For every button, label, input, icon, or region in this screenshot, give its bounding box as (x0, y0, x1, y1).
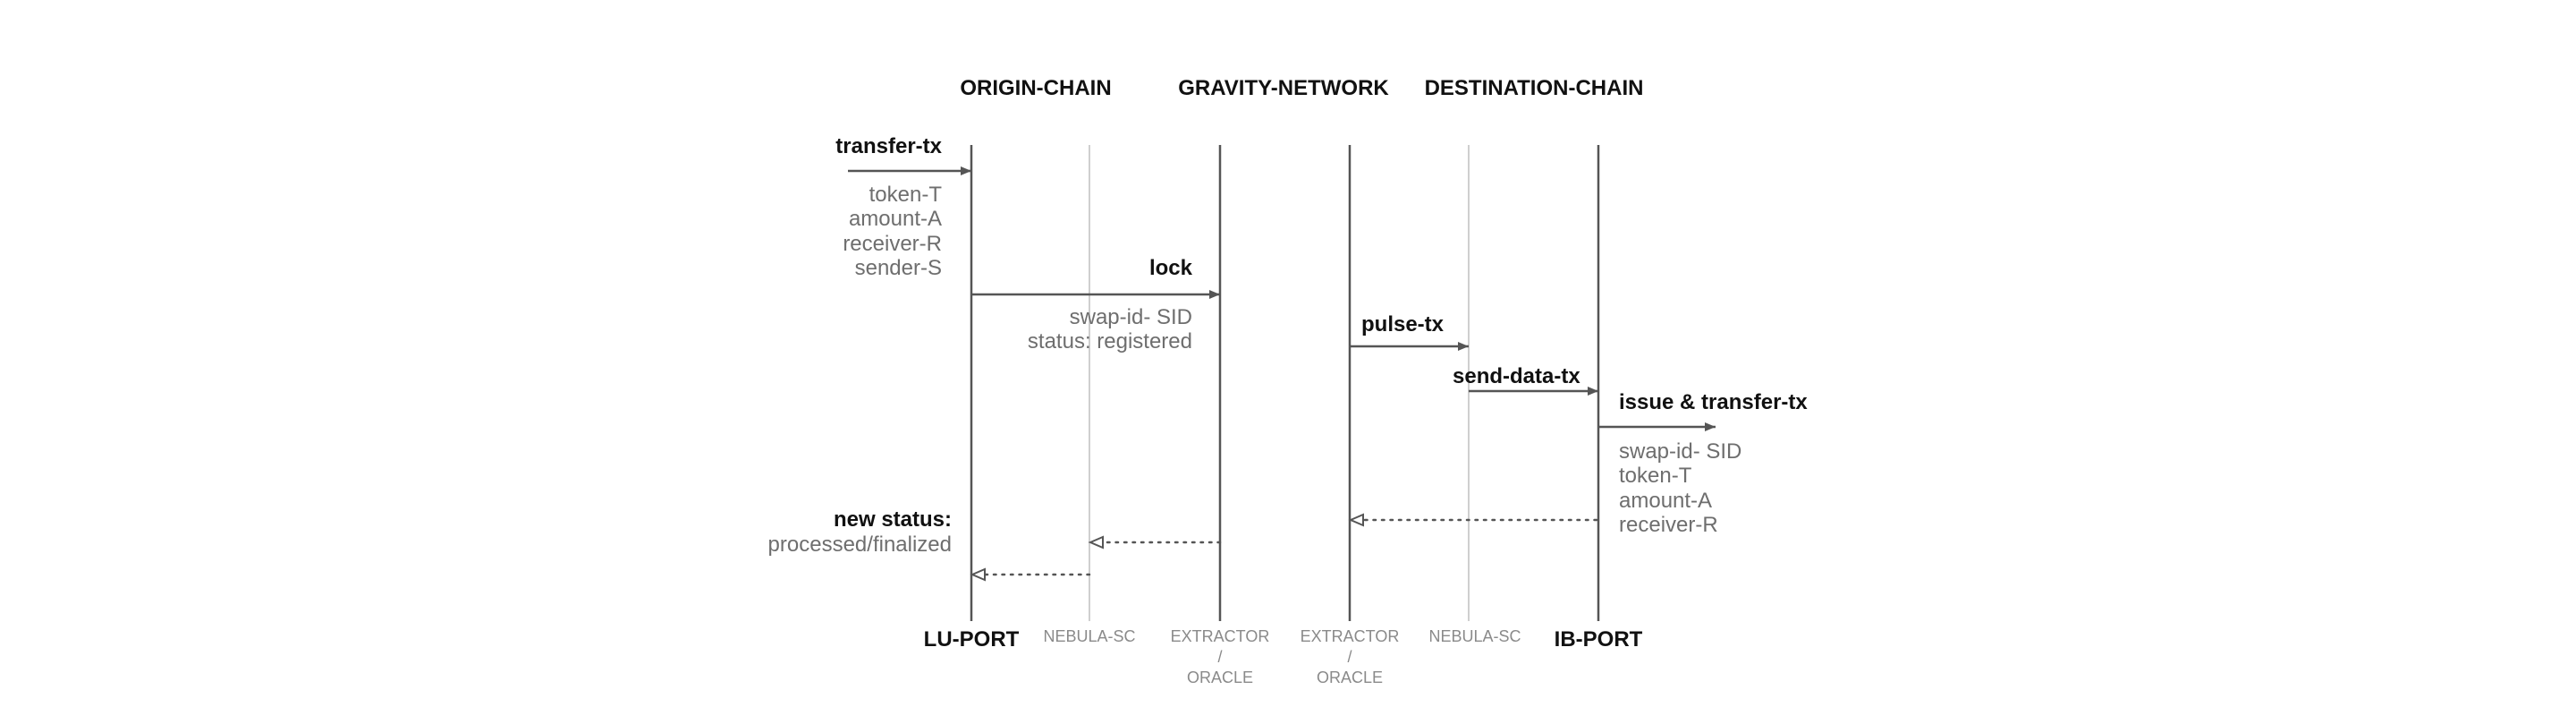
issue-tx-detail-token: token-T (1619, 464, 1692, 488)
transfer-tx-detail-amount: amount-A (849, 207, 942, 231)
footer-extractor-origin-line3: ORACLE (1187, 669, 1253, 686)
header-origin-chain: ORIGIN-CHAIN (960, 76, 1111, 100)
message-label-pulse-tx: pulse-tx (1361, 312, 1445, 336)
lock-detail-swap-id: swap-id- SID (1070, 305, 1192, 329)
footer-extractor-destination-line3: ORACLE (1317, 669, 1383, 686)
message-label-send-data-tx: send-data-tx (1453, 364, 1580, 388)
label-new-status: new status: (834, 507, 952, 532)
message-label-transfer-tx: transfer-tx (835, 134, 942, 158)
open-arrowhead-extractor-to-nebula (1088, 535, 1104, 549)
message-label-issue-transfer-tx: issue & transfer-tx (1619, 390, 1808, 414)
open-arrowhead-ib-to-extractor (1348, 513, 1364, 527)
footer-extractor-destination-line2: / (1347, 648, 1352, 666)
footer-extractor-origin-line2: / (1217, 648, 1222, 666)
issue-tx-detail-receiver: receiver-R (1619, 513, 1718, 537)
footer-lu-port: LU-PORT (924, 627, 1020, 652)
open-arrowhead-nebula-to-lu-port (970, 567, 986, 582)
issue-tx-detail-swap-id: swap-id- SID (1619, 439, 1741, 464)
footer-ib-port: IB-PORT (1555, 627, 1643, 652)
header-destination-chain: DESTINATION-CHAIN (1425, 76, 1644, 100)
footer-extractor-destination-line1: EXTRACTOR (1301, 627, 1400, 645)
transfer-tx-detail-receiver: receiver-R (843, 232, 942, 256)
footer-nebula-sc-origin: NEBULA-SC (1043, 627, 1135, 645)
issue-tx-detail-amount: amount-A (1619, 489, 1712, 513)
message-label-lock: lock (1149, 256, 1193, 280)
new-status-detail: processed/finalized (768, 532, 952, 557)
transfer-tx-detail-sender: sender-S (855, 256, 942, 280)
lock-detail-status: status: registered (1028, 329, 1192, 354)
transfer-tx-detail-token: token-T (869, 183, 943, 207)
header-gravity-network: GRAVITY-NETWORK (1178, 76, 1389, 100)
footer-nebula-sc-destination: NEBULA-SC (1428, 627, 1521, 645)
footer-extractor-origin-line1: EXTRACTOR (1171, 627, 1270, 645)
